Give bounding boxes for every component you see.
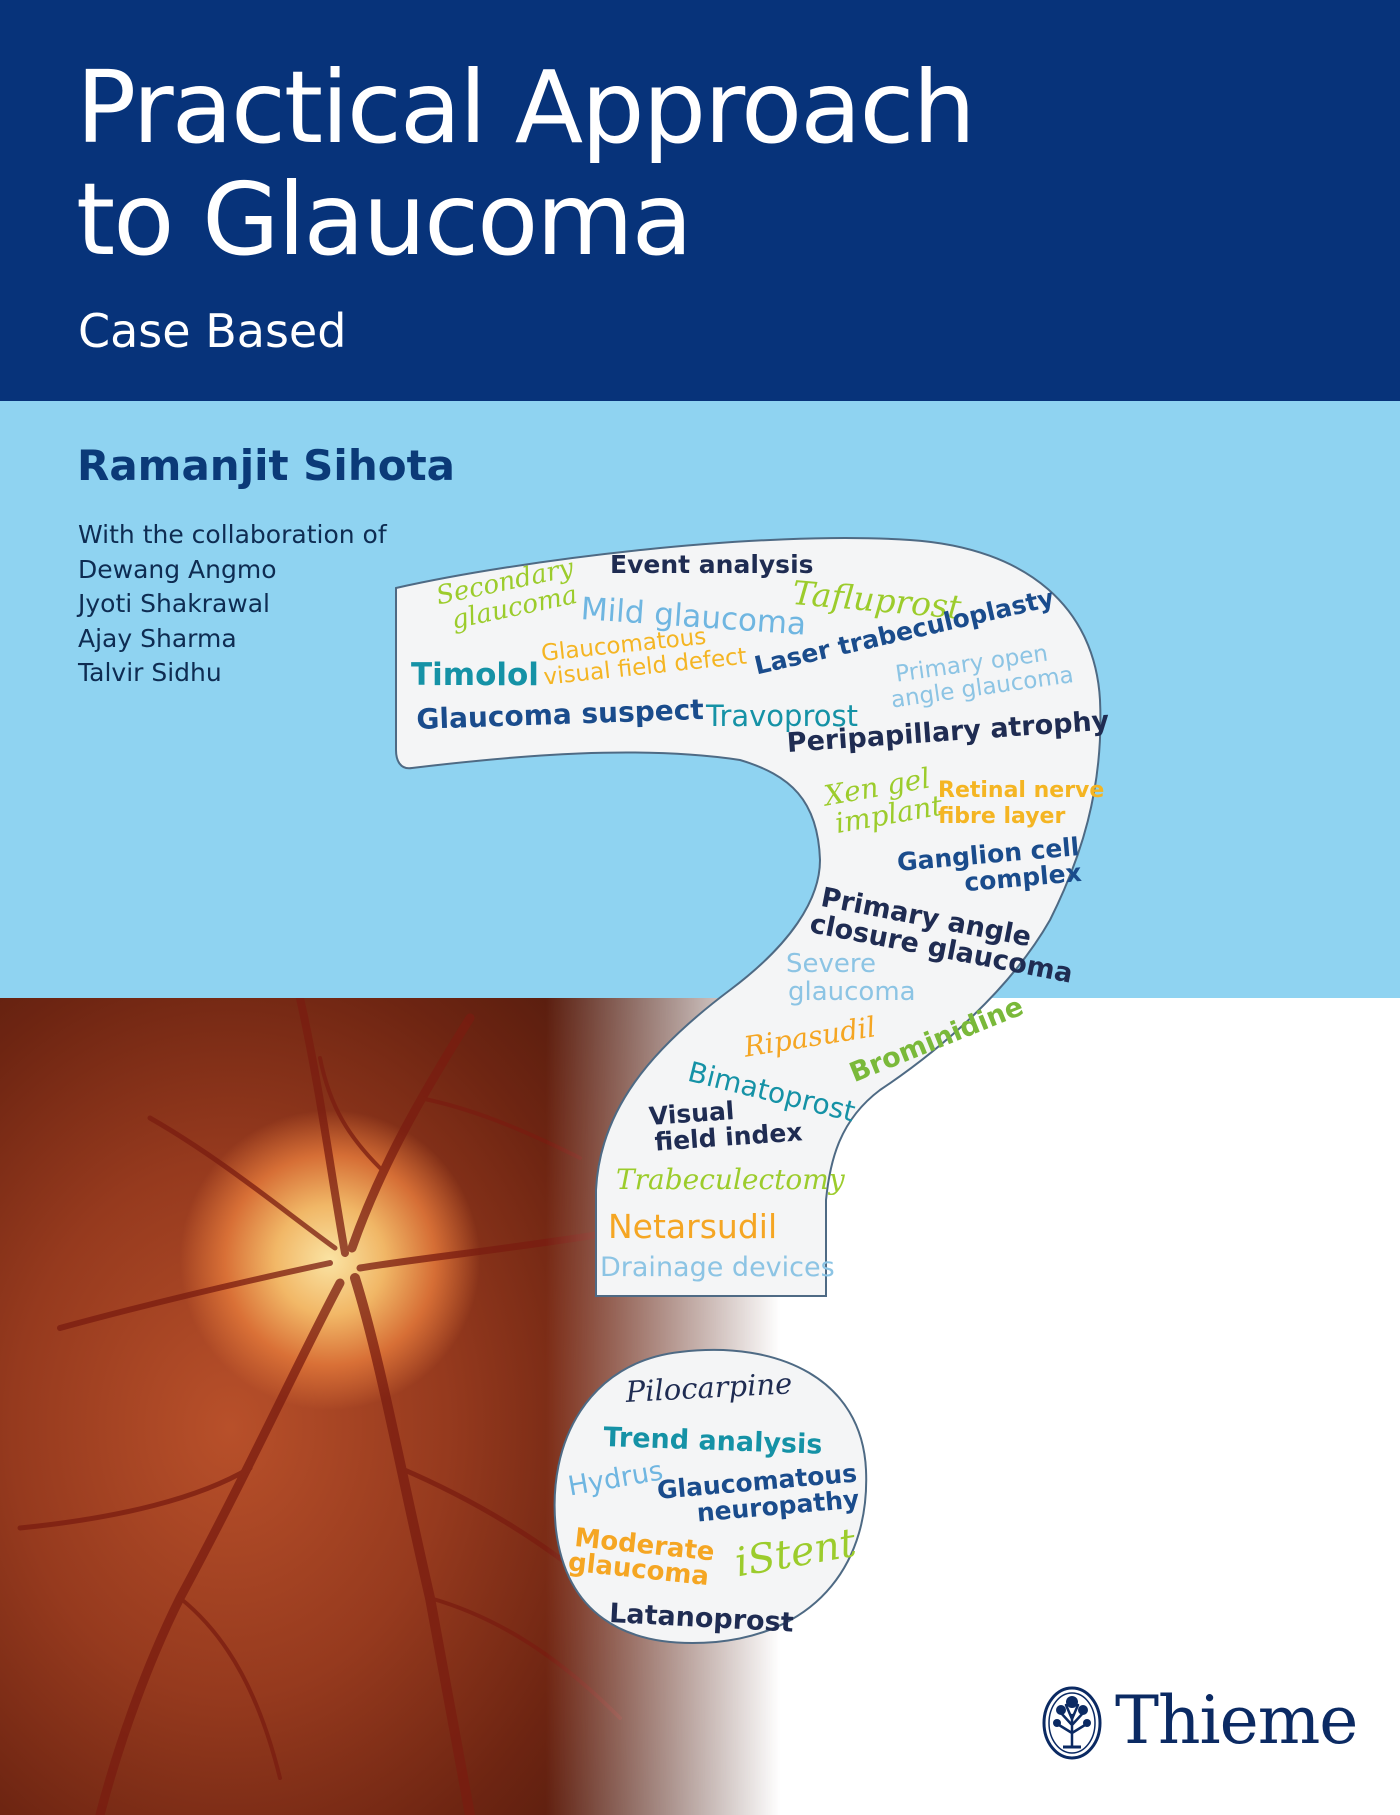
book-subtitle: Case Based xyxy=(78,304,347,358)
word-line: glaucoma xyxy=(788,977,916,1008)
collaboration-label: With the collaboration of xyxy=(78,520,387,549)
book-title: Practical Approach to Glaucoma xyxy=(76,49,976,278)
word-travoprost: Travoprost xyxy=(706,699,858,733)
title-line-1: Practical Approach xyxy=(76,49,976,166)
question-mark-dot xyxy=(553,1348,868,1644)
word-event-analysis: Event analysis xyxy=(610,550,814,579)
title-band xyxy=(0,0,1400,401)
word-trabeculectomy: Trabeculectomy xyxy=(616,1163,845,1196)
word-netarsudil: Netarsudil xyxy=(608,1207,778,1246)
collaborator-name: Jyoti Shakrawal xyxy=(78,589,270,618)
word-pilocarpine: Pilocarpine xyxy=(624,1366,794,1409)
word-trend-analysis: Trend analysis xyxy=(602,1422,823,1461)
title-line-2: to Glaucoma xyxy=(76,161,693,278)
word-timolol: Timolol xyxy=(411,657,539,693)
word-line: fibre layer xyxy=(938,804,1066,830)
word-line: Retinal nerve xyxy=(938,778,1105,803)
publisher-name: Thieme xyxy=(1115,1682,1358,1759)
collaborators-block: With the collaboration of Dewang Angmo J… xyxy=(78,518,387,691)
collaborator-name: Dewang Angmo xyxy=(78,554,277,584)
word-line: Severe xyxy=(786,949,876,979)
author-name: Ramanjit Sihota xyxy=(77,441,455,490)
question-mark-hook xyxy=(395,537,1102,1297)
word-severe-glaucoma: Severe glaucoma xyxy=(786,950,916,1006)
word-retinal-nerve-fibre-layer: Retinal nerve fibre layer xyxy=(938,778,1104,831)
collaborator-name: Ajay Sharma xyxy=(78,623,237,653)
word-visual-field-index: Visual field index xyxy=(648,1093,803,1156)
word-drainage-devices: Drainage devices xyxy=(600,1252,835,1283)
tree-seal-icon xyxy=(1042,1686,1102,1760)
collaborator-name: Talvir Sidhu xyxy=(78,658,222,687)
